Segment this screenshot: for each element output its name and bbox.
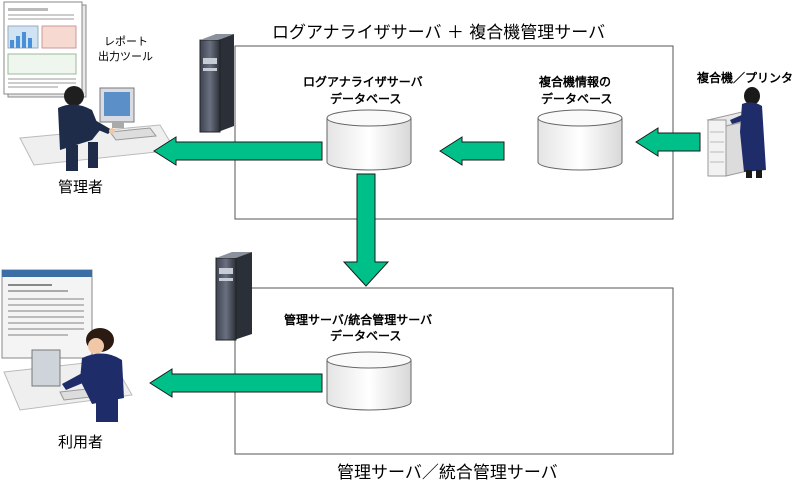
arrow-mfp-to-mfpinfo	[635, 127, 701, 157]
report-tool-label-line2: 出力ツール	[98, 49, 153, 63]
bottom-box-title: 管理サーバ／統合管理サーバ	[337, 463, 558, 483]
arrow-logdb-to-management	[342, 173, 390, 287]
mfp-printer-icon	[706, 87, 766, 178]
user-person-icon	[1, 269, 133, 422]
db-management-line1: 管理サーバ/統合管理サーバ	[284, 312, 432, 327]
report-document-icon	[3, 1, 87, 98]
user-label: 利用者	[58, 433, 103, 451]
db-mfp-info-line2: データベース	[541, 91, 612, 106]
database-log-analyzer	[326, 109, 412, 171]
user-screen-icon	[1, 269, 93, 359]
database-mfp-info	[537, 109, 623, 171]
arrow-mfpinfo-to-logdb	[439, 136, 505, 166]
arrow-db-to-admin	[153, 136, 323, 166]
bottom-server-box	[234, 287, 674, 455]
report-tool-label-line1: レポート	[104, 35, 148, 48]
db-management-line2: データベース	[330, 328, 401, 343]
mfp-label: 複合機／プリンタ	[696, 70, 793, 85]
db-log-analyzer-line1: ログアナライザサーバ	[303, 74, 423, 89]
db-mfp-info-line1: 複合機情報の	[538, 74, 611, 89]
database-management	[326, 351, 412, 411]
db-log-analyzer-line2: データベース	[330, 91, 401, 106]
admin-person-icon	[19, 86, 176, 171]
arrow-management-to-user	[149, 368, 323, 398]
server-tower-icon	[199, 34, 234, 133]
server-tower-icon	[215, 252, 252, 341]
admin-label: 管理者	[58, 178, 103, 196]
top-box-title: ログアナライザサーバ ＋ 複合機管理サーバ	[272, 23, 605, 43]
